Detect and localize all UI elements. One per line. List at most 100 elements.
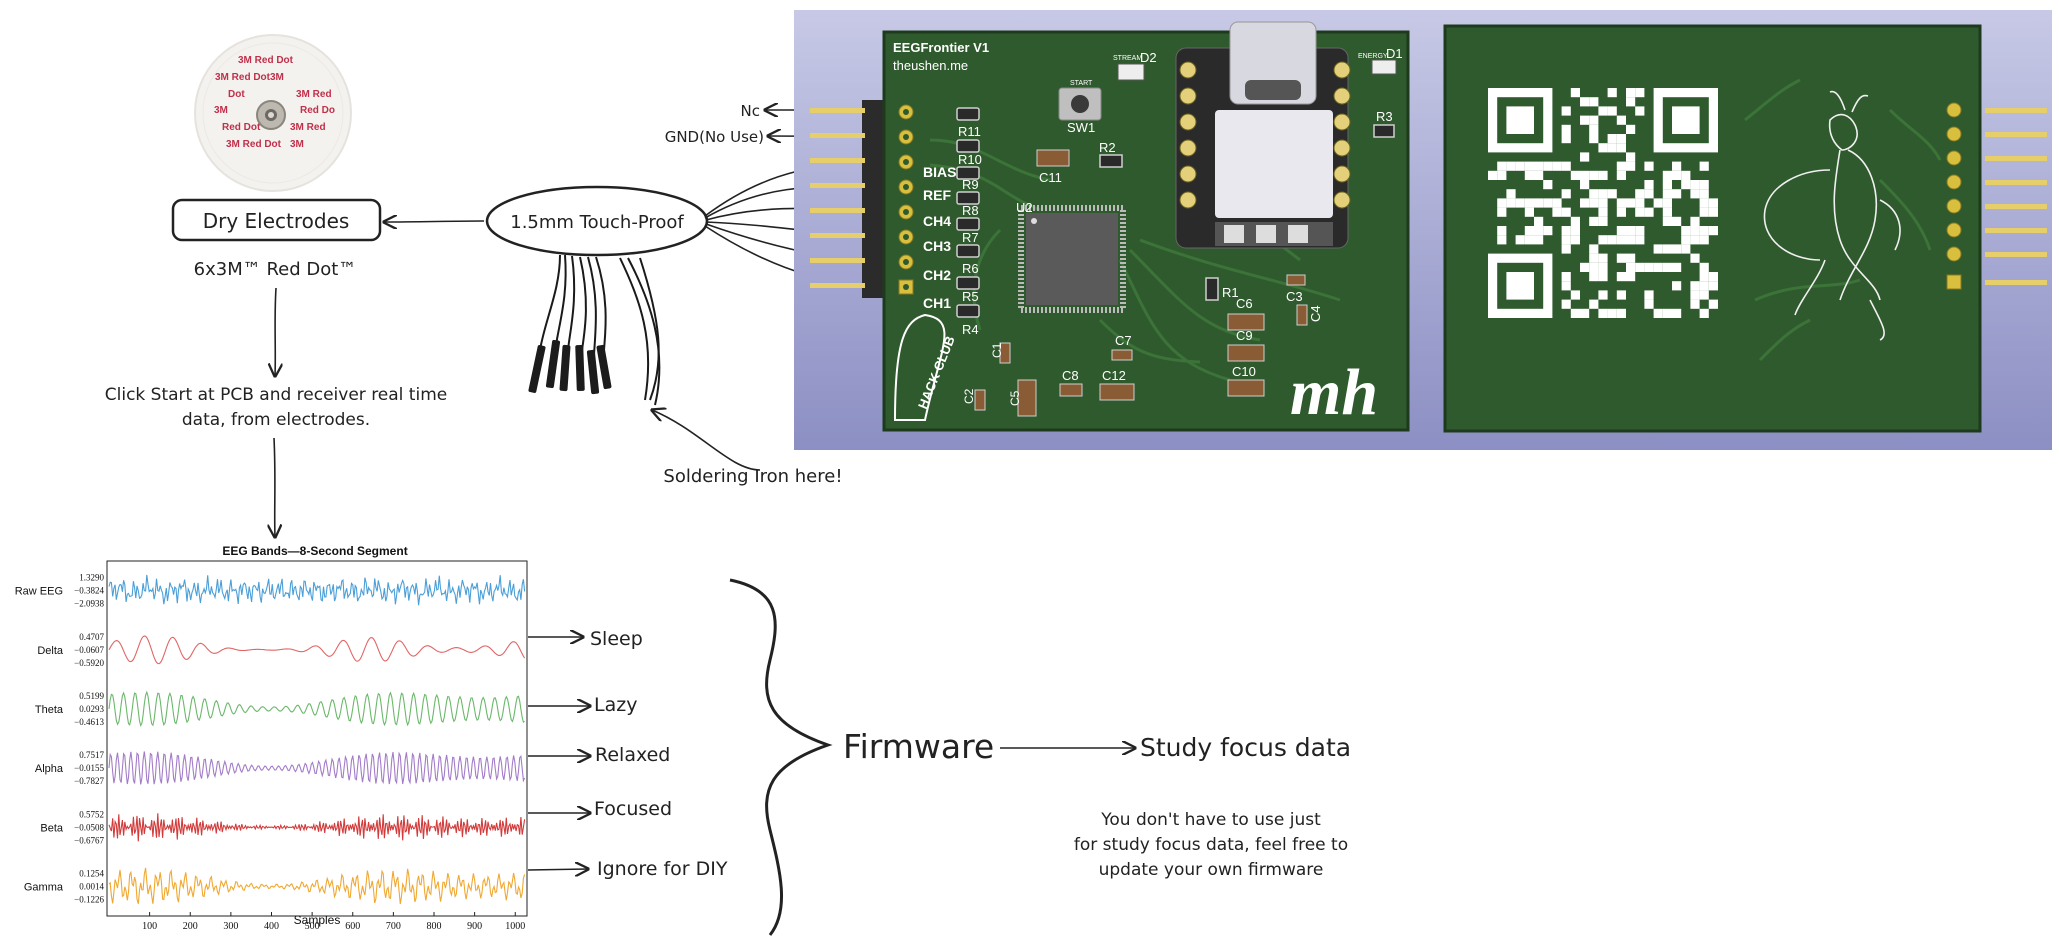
pcb-c5: C5 bbox=[1008, 390, 1022, 406]
svg-text:3M Red Dot: 3M Red Dot bbox=[215, 72, 271, 83]
note-line3: update your own firmware bbox=[1099, 860, 1324, 880]
pcb-d1: D1 bbox=[1386, 46, 1403, 61]
x-tick-label: 800 bbox=[427, 921, 442, 932]
note-line2: for study focus data, feel free to bbox=[1074, 835, 1348, 855]
y-tick-label: 0.4707 bbox=[79, 632, 104, 642]
touch-proof-label: 1.5mm Touch-Proof bbox=[510, 212, 684, 233]
pcb-start: START bbox=[1070, 80, 1093, 87]
y-tick-label: 0.1254 bbox=[79, 868, 104, 878]
pcb-r6: R6 bbox=[962, 261, 979, 276]
bands-brace bbox=[729, 578, 833, 936]
pin-header-back bbox=[1985, 108, 2047, 285]
x-tick-label: 500 bbox=[305, 921, 320, 932]
pcb-d2: D2 bbox=[1140, 50, 1157, 65]
pcb-c3: C3 bbox=[1286, 289, 1303, 304]
series-name: Beta bbox=[40, 822, 64, 834]
dry-electrodes-label: Dry Electrodes bbox=[203, 209, 350, 233]
nc-label: Nc bbox=[741, 102, 760, 120]
hdr-label-ch2: CH2 bbox=[923, 267, 951, 283]
arrow-electrode-to-click bbox=[275, 287, 276, 376]
chart-frame bbox=[106, 560, 528, 917]
x-tick-label: 700 bbox=[386, 921, 401, 932]
y-tick-label: 0.0014 bbox=[79, 881, 104, 891]
band-label-sleep: Sleep bbox=[590, 628, 643, 650]
series-name: Gamma bbox=[24, 881, 64, 893]
pcb-r10: R10 bbox=[958, 152, 982, 167]
pcb-c2: C2 bbox=[962, 388, 976, 404]
hdr-label-ch3: CH3 bbox=[923, 238, 951, 254]
lead-pins bbox=[528, 339, 612, 395]
pcb-r7: R7 bbox=[962, 230, 979, 245]
svg-text:3M Red Dot: 3M Red Dot bbox=[226, 139, 282, 150]
pcb-u2: U2 bbox=[1016, 200, 1033, 215]
y-tick-label: 0.5752 bbox=[79, 809, 104, 819]
qr-code bbox=[1488, 88, 1718, 318]
svg-text:Red Do: Red Do bbox=[300, 105, 335, 116]
chart-xlabel: Samples bbox=[294, 913, 341, 927]
band-label-relaxed: Relaxed bbox=[595, 744, 670, 766]
series-line-alpha bbox=[108, 751, 526, 785]
y-tick-label: −0.6767 bbox=[74, 835, 104, 845]
y-tick-label: 0.5199 bbox=[79, 691, 104, 701]
click-text-line1: Click Start at PCB and receiver real tim… bbox=[105, 385, 447, 405]
click-text-line2: data, from electrodes. bbox=[182, 410, 370, 430]
y-tick-label: 0.7517 bbox=[79, 750, 104, 760]
pcb-r8: R8 bbox=[962, 203, 979, 218]
pcb-c9: C9 bbox=[1236, 328, 1253, 343]
x-tick-label: 400 bbox=[264, 921, 279, 932]
firmware-label: Firmware bbox=[843, 727, 994, 766]
eeg-chart: EEG Bands—8-Second Segment Raw EEG1.3290… bbox=[15, 544, 528, 932]
x-tick-label: 900 bbox=[467, 921, 482, 932]
pcb-title: EEGFrontier V1 bbox=[893, 40, 989, 55]
svg-text:Red Dot: Red Dot bbox=[222, 122, 261, 133]
y-tick-label: −0.0508 bbox=[74, 822, 104, 832]
pcb-c4: C4 bbox=[1308, 305, 1323, 322]
pcb-stream: STREAM bbox=[1113, 55, 1142, 62]
pcb-r11: R11 bbox=[958, 124, 981, 139]
pcb-c1: C1 bbox=[990, 342, 1004, 358]
svg-text:Dot: Dot bbox=[228, 89, 245, 100]
dry-electrodes-box bbox=[171, 198, 382, 242]
series-line-delta bbox=[108, 635, 526, 665]
series-name: Raw EEG bbox=[15, 586, 63, 598]
x-tick-label: 1000 bbox=[505, 921, 525, 932]
pcb-c12: C12 bbox=[1102, 368, 1126, 383]
pcb-u2-chip bbox=[1018, 205, 1126, 313]
hdr-label-ch1: CH1 bbox=[923, 295, 951, 311]
hdr-label-ref: REF bbox=[923, 187, 951, 203]
arrow-touchproof-to-electrodes bbox=[384, 221, 485, 222]
series-name: Delta bbox=[37, 645, 64, 657]
hdr-label-ch4: CH4 bbox=[923, 213, 951, 229]
electrode-caption: 6x3M™ Red Dot™ bbox=[194, 259, 357, 280]
svg-text:3M: 3M bbox=[290, 139, 304, 150]
svg-text:3M Red: 3M Red bbox=[290, 122, 326, 133]
y-tick-label: −2.0938 bbox=[74, 599, 104, 609]
svg-text:3M: 3M bbox=[270, 72, 284, 83]
band-label-focused: Focused bbox=[594, 798, 672, 820]
pcb-c8: C8 bbox=[1062, 368, 1079, 383]
firmware-target: Study focus data bbox=[1140, 733, 1351, 762]
pcb-sw1: SW1 bbox=[1067, 120, 1095, 135]
y-tick-label: −0.0607 bbox=[74, 645, 104, 655]
pcb-c6: C6 bbox=[1236, 296, 1253, 311]
svg-text:3M: 3M bbox=[214, 105, 228, 116]
series-line-raw-eeg bbox=[108, 574, 526, 606]
pcb-back-board bbox=[1443, 24, 1982, 433]
gnd-label: GND(No Use) bbox=[665, 128, 764, 146]
hdr-label-bias: BIAS bbox=[923, 164, 956, 180]
pcb-back-figure bbox=[1763, 90, 1901, 341]
pcb-mh-logo: mh bbox=[1290, 356, 1378, 429]
pcb-front-board: EEGFrontier V1 theushen.me BIAS REF CH4 … bbox=[882, 21, 1410, 432]
touch-proof-ellipse bbox=[485, 185, 709, 257]
pcb-site: theushen.me bbox=[893, 58, 968, 73]
electrode-pad-image: 3M Red Dot 3M Red Dot 3M Dot 3M Red 3M R… bbox=[194, 34, 352, 192]
solder-note: Soldering Iron here! bbox=[663, 466, 842, 487]
pcb-r2: R2 bbox=[1099, 140, 1116, 155]
pcb-r1: R1 bbox=[1222, 285, 1239, 300]
pcb-mcu-module bbox=[1175, 21, 1351, 249]
pcb-r3: R3 bbox=[1376, 109, 1393, 124]
band-label-lazy: Lazy bbox=[594, 694, 637, 716]
svg-text:3M Red Dot: 3M Red Dot bbox=[238, 55, 294, 66]
svg-text:3M Red: 3M Red bbox=[296, 89, 332, 100]
